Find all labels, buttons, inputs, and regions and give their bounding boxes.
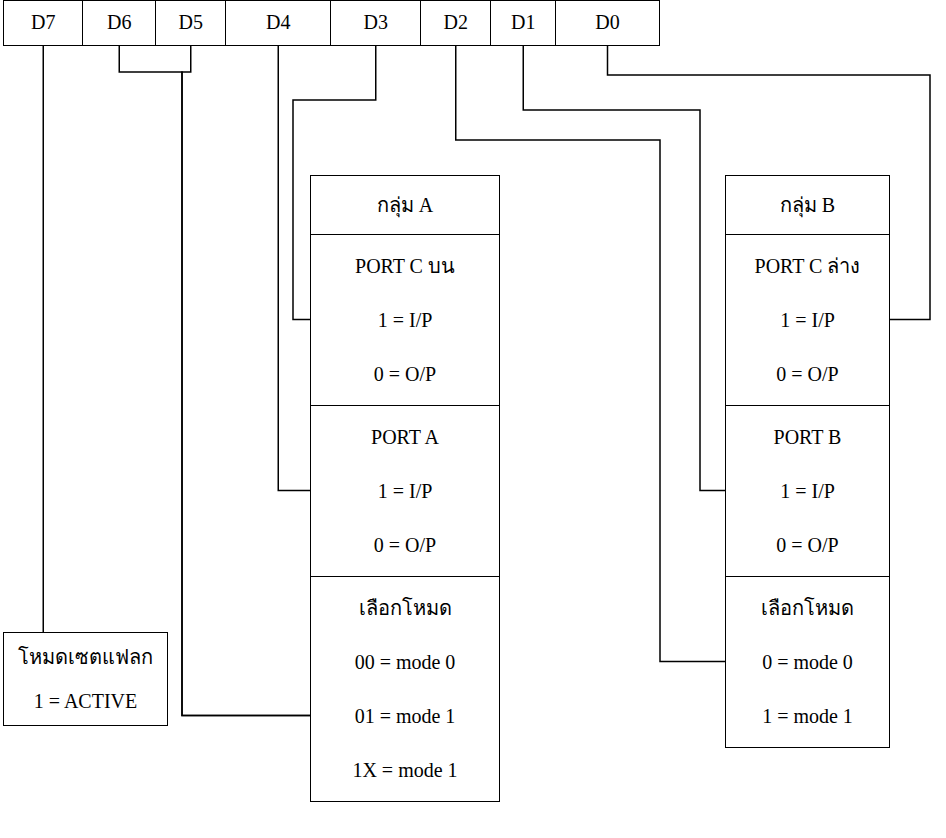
node-heading: D1 [511,1,535,44]
node-text: 0 = O/P [374,347,436,401]
node-text: 1 = I/P [378,464,433,518]
node-text: 01 = mode 1 [355,689,456,743]
port-section: PORT C บน1 = I/P0 = O/P [311,234,499,405]
bit-box: D6 [82,0,157,46]
node-text: 0 = O/P [776,518,838,572]
node-text: 0 = O/P [374,518,436,572]
node-heading: กลุ่ม A [377,176,433,234]
port-section: PORT A1 = I/P0 = O/P [311,405,499,576]
node-heading: เลือกโหมด [359,581,452,635]
node-heading: PORT A [371,410,439,464]
node-heading: PORT C บน [355,239,455,293]
node-heading: D0 [595,1,619,44]
node-heading: D2 [444,1,468,44]
node-text: 1 = I/P [378,293,433,347]
node-heading: D5 [179,1,203,44]
node-text: 00 = mode 0 [355,635,456,689]
node-heading: PORT C ล่าง [755,239,861,293]
group-box: กลุ่ม BPORT C ล่าง1 = I/P0 = O/PPORT B1 … [725,175,890,748]
bit-box: D5 [155,0,227,46]
node-heading: โหมดเซตแฟลก [18,635,153,679]
node-text: 1 = I/P [780,293,835,347]
node-heading: เลือกโหมด [761,581,854,635]
node-text: 1 = I/P [780,464,835,518]
bit-box: D0 [555,0,660,46]
node-heading: D7 [31,1,55,44]
mode-section: เลือกโหมด0 = mode 01 = mode 1 [726,576,889,747]
node-text: 1 = ACTIVE [34,679,138,723]
connector-line [523,46,726,491]
node-heading: กลุ่ม B [780,176,835,234]
port-section: PORT C ล่าง1 = I/P0 = O/P [726,234,889,405]
node-heading: PORT B [774,410,842,464]
node-heading: D4 [266,1,290,44]
node-heading: D3 [364,1,388,44]
node-text: 0 = mode 0 [762,635,853,689]
bit-box: D3 [330,0,422,46]
bit-box: D1 [490,0,557,46]
flag-box: โหมดเซตแฟลก1 = ACTIVE [3,632,168,726]
node-text: 0 = O/P [776,347,838,401]
connector-line [119,46,311,716]
mode-section: เลือกโหมด00 = mode 001 = mode 11X = mode… [311,576,499,801]
port-section: PORT B1 = I/P0 = O/P [726,405,889,576]
connector-line [278,46,311,491]
node-heading: D6 [107,1,131,44]
bit-box: D7 [3,0,84,46]
node-text: 1X = mode 1 [352,743,457,797]
node-text: 1 = mode 1 [762,689,853,743]
bit-box: D2 [420,0,492,46]
connector-line [182,46,311,716]
bit-box: D4 [225,0,332,46]
group-box: กลุ่ม APORT C บน1 = I/P0 = O/PPORT A1 = … [310,175,500,802]
connector-line [43,46,45,632]
